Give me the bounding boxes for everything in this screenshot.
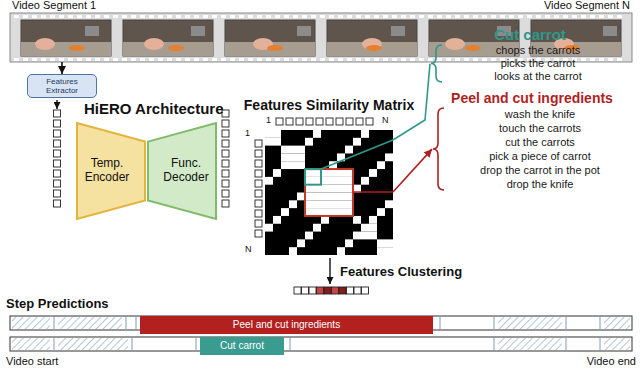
- highlight-box: [305, 169, 353, 216]
- node-text: Cut carrot: [220, 340, 264, 352]
- brace-path: [431, 45, 442, 82]
- hand: [144, 38, 164, 50]
- feature-column: [54, 110, 61, 207]
- node-text: Features Extractor: [31, 77, 93, 95]
- list-item: looks at the carrot: [446, 70, 630, 83]
- pot: [391, 26, 405, 36]
- list-item: drop the carrot in the pot: [448, 163, 632, 177]
- hatched-segments: [12, 338, 630, 350]
- list-item: chops the carrots: [446, 44, 630, 57]
- arrow: [56, 100, 57, 109]
- bar: [10, 337, 632, 351]
- segment-separators: [54, 338, 600, 350]
- diagram-label: N: [382, 115, 389, 125]
- list-item: touch the carrots: [448, 121, 632, 135]
- node-text: Func. Decoder: [159, 157, 213, 185]
- node-text: Temp. Encoder: [80, 157, 134, 185]
- matrix-cells: [265, 130, 393, 255]
- prediction-bar: [10, 337, 632, 351]
- hand: [362, 38, 382, 50]
- diagram-label: HiERO Architecture: [84, 100, 223, 117]
- feature-column: [255, 140, 262, 237]
- pot: [603, 26, 617, 36]
- diagram-label: Features Clustering: [340, 265, 462, 280]
- step-segment: Cut carrot: [200, 337, 284, 355]
- arrow: [329, 258, 330, 284]
- matrix-ground: [265, 130, 393, 255]
- trapezoid: [77, 123, 145, 219]
- node-text: Video Segment 1: [12, 0, 96, 12]
- frame: [21, 20, 111, 56]
- connector: [61, 62, 63, 74]
- similarity-matrix: Features Similarity Matrix: [265, 130, 393, 255]
- diagram-label: Video start: [6, 355, 58, 368]
- leader-line: [321, 140, 393, 169]
- pot: [191, 26, 205, 36]
- frame: [225, 20, 315, 56]
- carrot: [69, 45, 85, 51]
- extractor-box: Features Extractor: [27, 74, 97, 98]
- highlight-box: [305, 169, 321, 185]
- countertop: [123, 42, 213, 56]
- node-text: Features Similarity Matrix: [244, 97, 414, 113]
- connector: [393, 149, 432, 192]
- carrot: [465, 45, 481, 51]
- leader-line: [353, 191, 393, 193]
- frame: [123, 20, 213, 56]
- diagram-label: Video end: [587, 355, 636, 368]
- carrot: [267, 45, 283, 51]
- feature-row: [276, 118, 373, 125]
- node-text: Peel and cut ingredients: [233, 319, 340, 331]
- pot: [85, 26, 99, 36]
- brace-path: [433, 108, 444, 190]
- countertop: [21, 42, 111, 56]
- list-item: cut the carrots: [448, 135, 632, 149]
- trapezoid: [148, 123, 216, 219]
- diagram-label: N: [245, 244, 252, 254]
- step-segment: Peel and cut ingredients: [140, 316, 433, 334]
- group-heading: Peel and cut ingredients: [432, 90, 632, 106]
- curly-brace: [432, 107, 444, 191]
- feature-column: [222, 110, 229, 207]
- diagram-label: 1: [266, 115, 271, 125]
- node-text: Video Segment N: [544, 0, 630, 12]
- curly-brace: [430, 44, 442, 83]
- diagram-label: 1: [245, 128, 250, 138]
- hand: [35, 38, 55, 50]
- hand: [445, 38, 465, 50]
- diagram-label: Step Predictions: [6, 297, 109, 312]
- pot: [297, 26, 311, 36]
- carrot: [366, 45, 382, 51]
- cluster-row: [294, 287, 369, 294]
- list-item: wash the knife: [448, 107, 632, 121]
- carrot: [168, 45, 184, 51]
- group-heading: Cut carrot: [430, 26, 630, 43]
- group-body: wash the knifetouch the carrotscut the c…: [432, 107, 632, 191]
- list-item: drop the knife: [448, 177, 632, 191]
- frame: [327, 20, 417, 56]
- decoder-trapezoid: Func. Decoder: [147, 122, 217, 220]
- list-item: pick a piece of carrot: [448, 149, 632, 163]
- encoder-trapezoid: Temp. Encoder: [76, 122, 146, 220]
- list-item: picks the carrot: [446, 57, 630, 70]
- film-strip: [10, 13, 632, 62]
- cluster-group: Peel and cut ingredientswash the knifeto…: [432, 90, 632, 191]
- cluster-group: Cut carrotchops the carrotspicks the car…: [430, 26, 630, 83]
- group-body: chops the carrotspicks the carrotlooks a…: [430, 44, 630, 83]
